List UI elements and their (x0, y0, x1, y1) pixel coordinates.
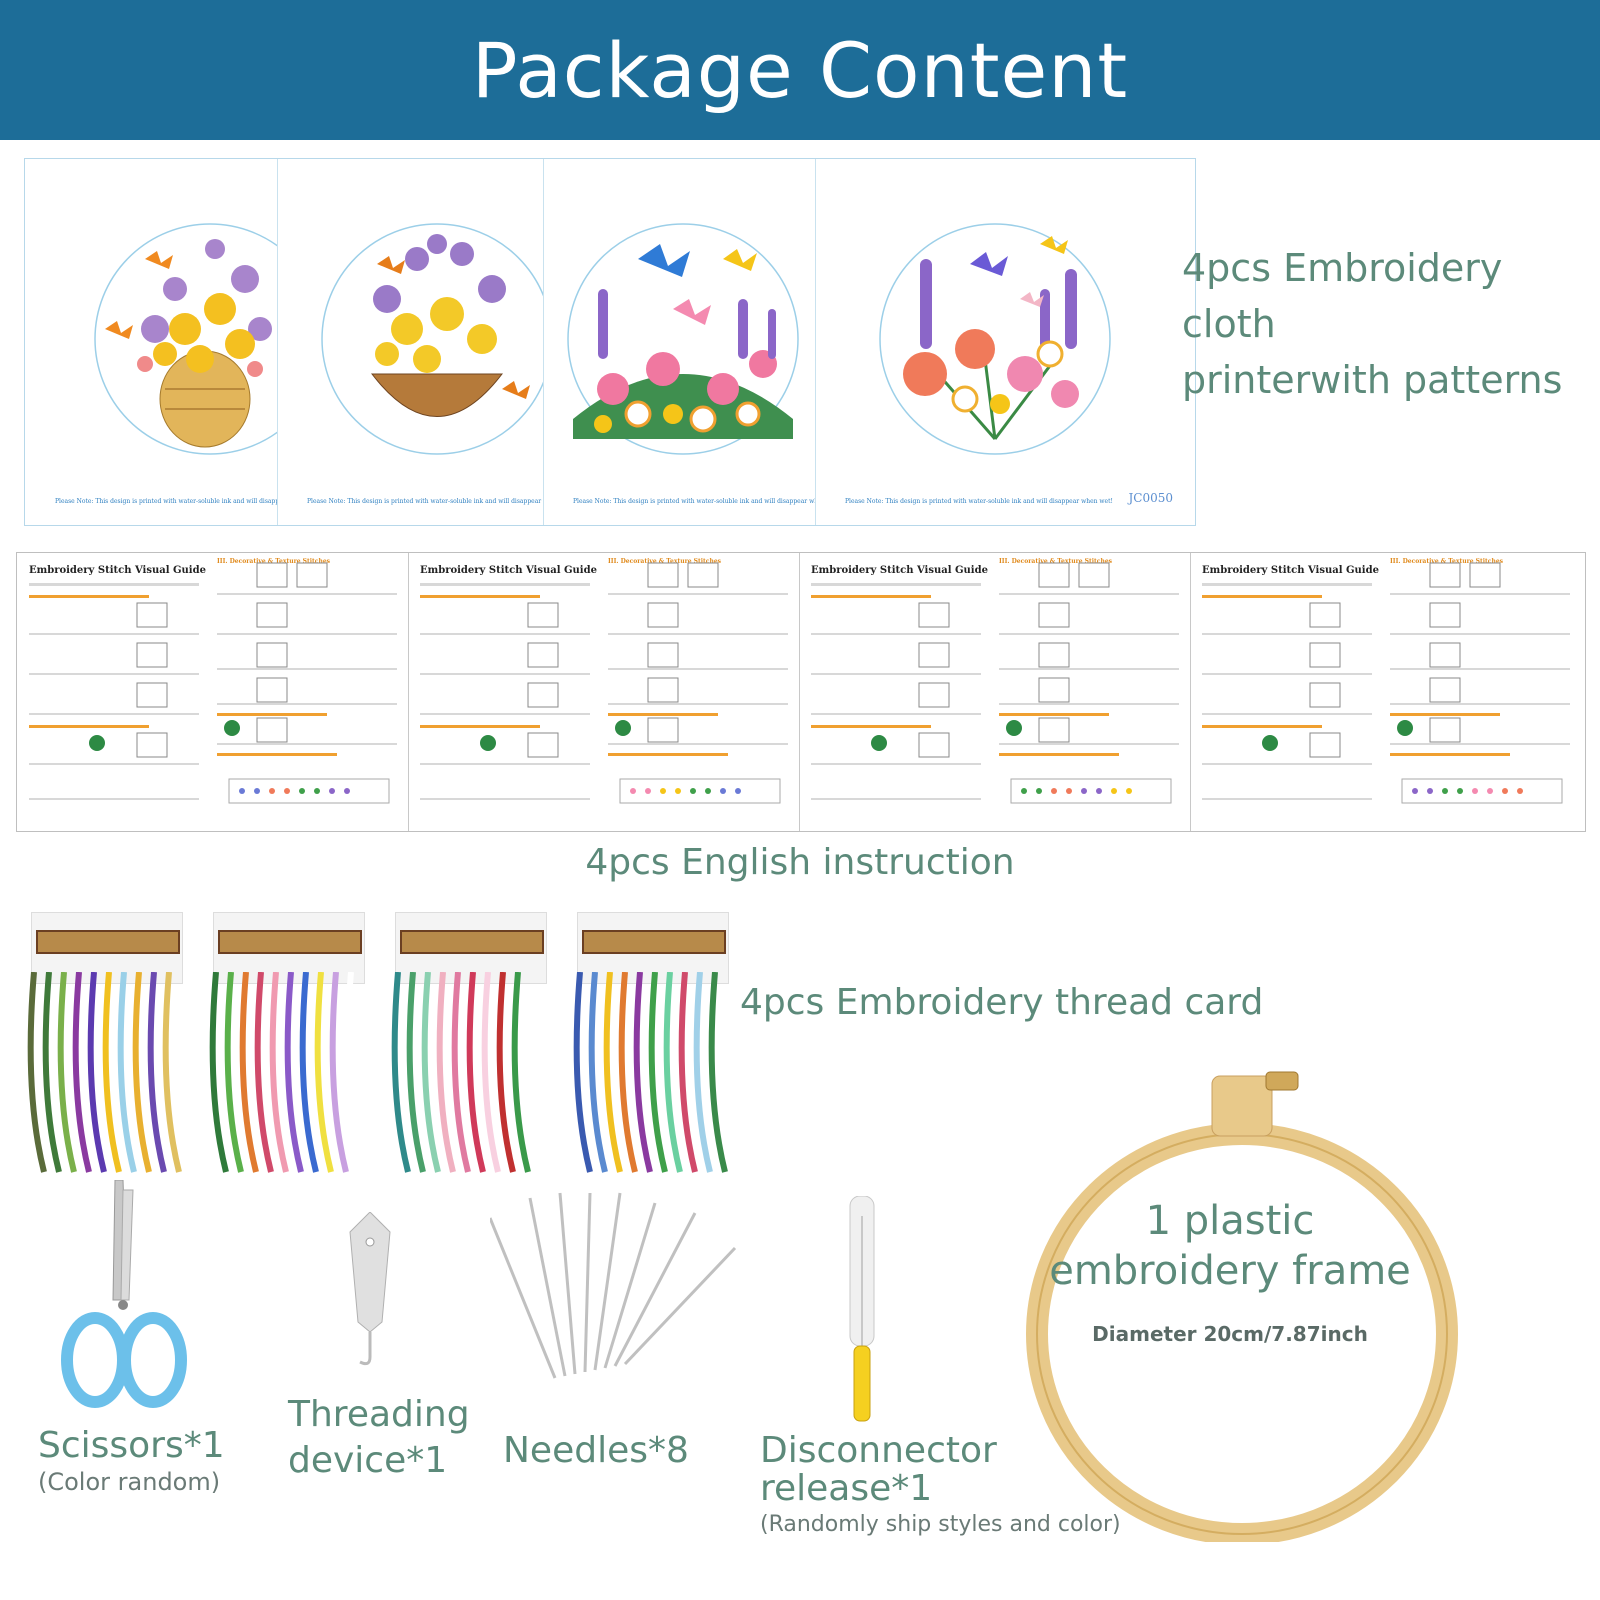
hoop-label: 1 plastic embroidery frame (1020, 1196, 1440, 1296)
hoop-diameter: Diameter 20cm/7.87inch (1092, 1322, 1368, 1346)
stitch-diagrams (811, 562, 1179, 804)
cloth-panel: Please Note: This design is printed with… (543, 159, 816, 525)
cloth-panel: Please Note: This design is printed with… (25, 159, 278, 525)
pattern-code: JC0050 (1128, 491, 1173, 505)
seam-ripper-note: (Randomly ship styles and color) (760, 1512, 1121, 1537)
thread-card (562, 892, 729, 1182)
thread-card-strip (582, 930, 726, 954)
flower-basket-pattern-image (94, 223, 277, 455)
cloth-panel: Please Note: This design is printed with… (815, 159, 1195, 525)
guide-section-heading: III. Decorative & Texture Stitches (1390, 558, 1504, 565)
instruction-sheet: Embroidery Stitch Visual Guide III. Deco… (17, 553, 409, 831)
threader-label-line2: device*1 (288, 1440, 448, 1481)
cloth-label-line2: printerwith patterns (1182, 358, 1563, 402)
guide-title: Embroidery Stitch Visual Guide (29, 565, 206, 576)
cloth-label: 4pcs Embroidery cloth printerwith patter… (1182, 240, 1600, 408)
thread-skeins-image (27, 972, 182, 1173)
guide-section-heading: III. Decorative & Texture Stitches (217, 558, 331, 565)
wildflower-bouquet-pattern-image (879, 223, 1111, 455)
water-soluble-note: Please Note: This design is printed with… (55, 498, 277, 505)
guide-title: Embroidery Stitch Visual Guide (1202, 565, 1379, 576)
instruction-sheets: Embroidery Stitch Visual Guide III. Deco… (16, 552, 1586, 832)
header-banner: Package Content (0, 0, 1600, 140)
seam-ripper-image (849, 1196, 875, 1422)
thread-skeins-image (209, 972, 364, 1173)
flower-basket-pattern-image (321, 223, 543, 455)
threader-label-line1: Threading (288, 1394, 470, 1435)
instruction-sheet: Embroidery Stitch Visual Guide III. Deco… (799, 553, 1191, 831)
scissors-note: (Color random) (38, 1468, 221, 1496)
stitch-diagrams (1202, 562, 1570, 804)
seam-ripper-label: Disconnector release*1 (760, 1432, 997, 1508)
instruction-sheet: Embroidery Stitch Visual Guide III. Deco… (1190, 553, 1585, 831)
thread-card-strip (400, 930, 544, 954)
water-soluble-note: Please Note: This design is printed with… (573, 498, 816, 505)
threader-label: Threading device*1 (288, 1392, 470, 1484)
instruction-label: 4pcs English instruction (585, 842, 1015, 883)
cloth-label-line1: 4pcs Embroidery cloth (1182, 246, 1503, 346)
wildflower-garden-pattern-image (567, 223, 799, 455)
thread-card (380, 892, 547, 1182)
embroidery-hoop-image (1026, 1071, 1458, 1542)
cloth-panel: Please Note: This design is printed with… (277, 159, 544, 525)
hoop-label-line1: 1 plastic (1145, 1198, 1315, 1244)
threader-image (349, 1212, 391, 1366)
thread-label: 4pcs Embroidery thread card (740, 982, 1264, 1023)
needles-label: Needles*8 (503, 1430, 689, 1471)
guide-section-heading: III. Decorative & Texture Stitches (608, 558, 722, 565)
thread-card-strip (36, 930, 180, 954)
seam-ripper-label-line2: release*1 (760, 1468, 933, 1509)
water-soluble-note: Please Note: This design is printed with… (845, 498, 1113, 505)
seam-ripper-label-line1: Disconnector (760, 1430, 997, 1471)
needles-image (490, 1192, 737, 1379)
thread-card (198, 892, 365, 1182)
page-title: Package Content (471, 25, 1129, 115)
thread-skeins-image (391, 972, 531, 1173)
thread-card-strip (218, 930, 362, 954)
stitch-diagrams (420, 562, 788, 804)
thread-card (16, 892, 183, 1182)
cloth-panels: Please Note: This design is printed with… (24, 158, 1196, 526)
thread-skeins-image (573, 972, 728, 1173)
guide-title: Embroidery Stitch Visual Guide (811, 565, 988, 576)
stitch-diagrams (29, 562, 397, 804)
hoop-label-line2: embroidery frame (1049, 1248, 1411, 1294)
water-soluble-note: Please Note: This design is printed with… (307, 498, 543, 505)
scissors-label: Scissors*1 (38, 1425, 225, 1466)
instruction-sheet: Embroidery Stitch Visual Guide III. Deco… (408, 553, 800, 831)
scissors-image (61, 1180, 187, 1408)
guide-section-heading: III. Decorative & Texture Stitches (999, 558, 1113, 565)
guide-title: Embroidery Stitch Visual Guide (420, 565, 597, 576)
